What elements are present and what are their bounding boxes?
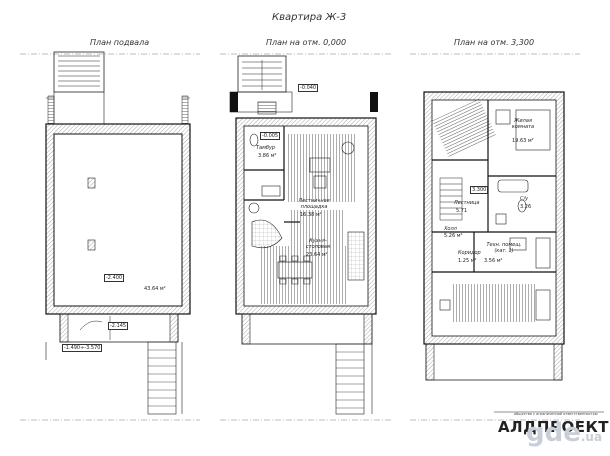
upper-elevation: 3.300 [470,186,489,194]
vestibule-area: 3.86 м² [258,153,277,159]
kitchen-area: 23.64 м² [306,252,328,258]
watermark-logo: gde.ua [526,418,602,448]
bathroom-area: 3.26 [520,204,532,210]
watermark-suffix: .ua [580,430,603,444]
upper-hall-area: 5.26 м² [444,233,463,239]
watermark-text: gde [526,418,581,448]
basement-area: 43.64 м² [144,286,166,292]
porch-elevation: -0.040 [298,84,319,92]
living-room-area: 19.63 м² [512,138,534,144]
vestibule-label: Тамбур [256,145,276,151]
basement-floor-elevation: -2.400 [104,274,125,282]
tech-room-area: 3.56 м² [484,258,503,264]
kitchen-label: Кухня-столовая [306,238,330,250]
bathroom-label: С/у [520,196,529,202]
basement-plan-title: План подвала [90,38,150,47]
stair-hall-area: 16.38 м² [300,212,322,218]
tech-room-label: Техн. помещ. (кат. 1) [486,242,522,254]
corridor-area: 1.25 м² [458,258,477,264]
basement-bottom-elevation: -1.490÷-3.570 [62,344,103,352]
brand-tagline: общество с ограниченной ответственностью [514,412,598,416]
living-room-label: Жилая комната [511,118,535,130]
drawing-title: Квартира Ж-3 [272,12,347,23]
upper-hall-label: Холл [444,226,457,232]
upper-floor-plan [410,53,580,421]
upper-stair-area: 5.71 [456,208,468,214]
ground-floor-plan [220,53,392,421]
basement-entry-elevation: -2.145 [108,322,129,330]
upper-stair-label: Лестница [454,200,480,206]
basement-plan [20,51,200,421]
upper-plan-title: План на отм. 3,300 [454,38,535,47]
brand-name: АЛДПРОЕКТ [498,418,609,436]
ground-plan-title: План на отм. 0,000 [266,38,347,47]
stair-hall-label: Лестничная площадка [298,198,330,210]
corridor-label: Коридор [458,250,481,256]
vestibule-elevation: -0.005 [260,132,281,140]
